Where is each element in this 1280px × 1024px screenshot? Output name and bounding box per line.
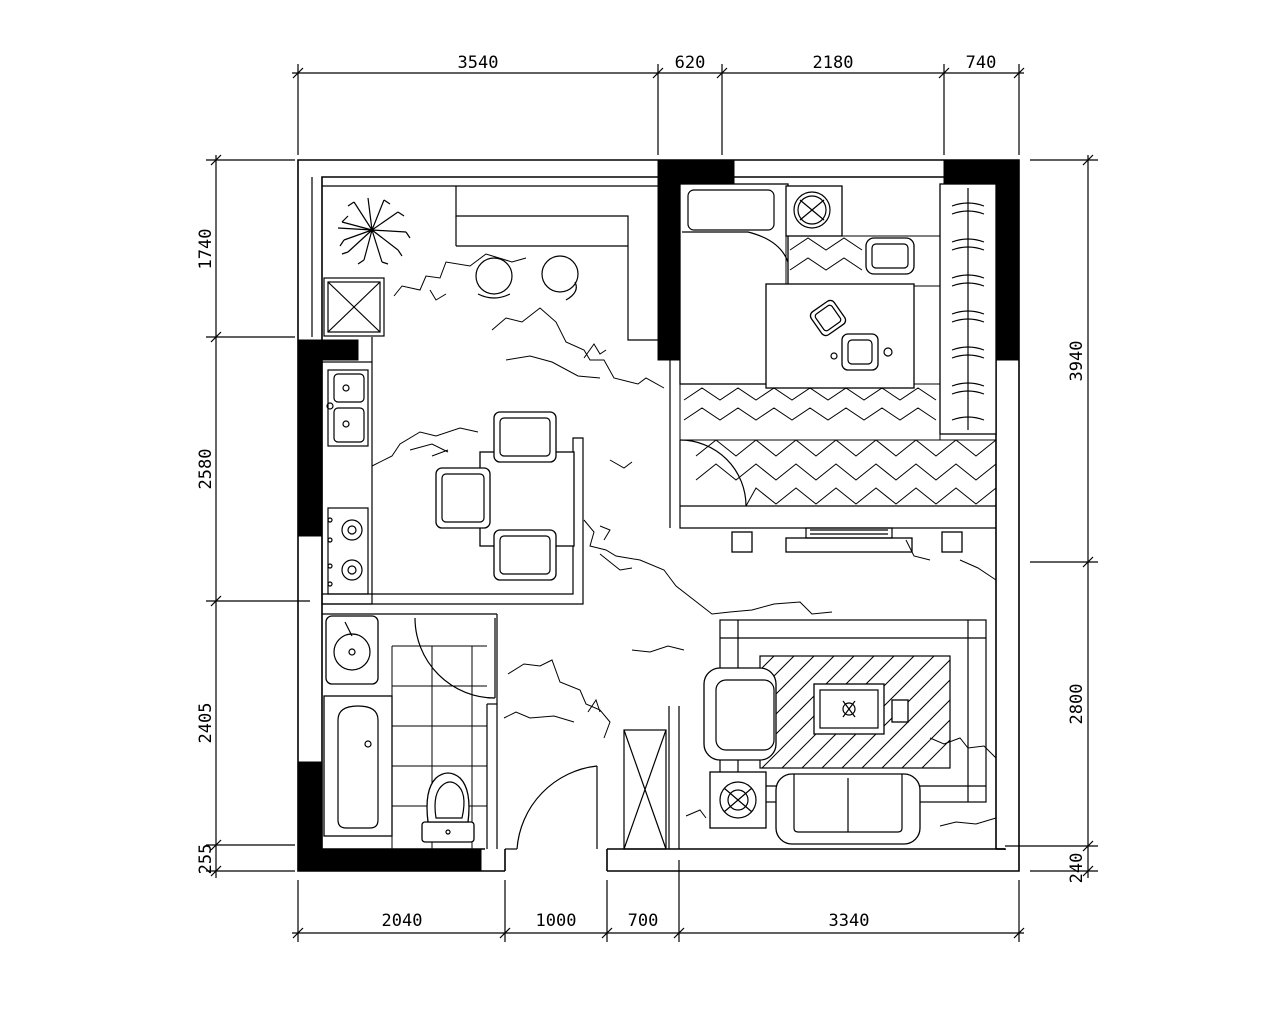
toilet-icon <box>421 772 475 843</box>
armchair-living <box>703 667 777 761</box>
dim-left-4: 255 <box>196 844 216 875</box>
chair <box>493 411 557 463</box>
armchair <box>865 237 915 275</box>
dim-left-1: 1740 <box>196 229 216 270</box>
living-room <box>703 527 987 845</box>
dim-bottom-3: 700 <box>628 911 659 931</box>
dim-top-4: 740 <box>966 53 997 73</box>
fan-icon <box>785 185 843 237</box>
wall-block-top-left <box>657 159 681 361</box>
potted-plant-icon <box>337 197 411 265</box>
desk <box>765 283 915 389</box>
dim-left-3: 2405 <box>196 703 216 744</box>
dim-right-3: 240 <box>1067 853 1087 884</box>
partitions <box>311 177 996 850</box>
lamp-icon <box>709 771 767 829</box>
wardrobe <box>939 183 997 435</box>
dim-left-2: 2580 <box>196 449 216 490</box>
dim-top-3: 2180 <box>813 53 854 73</box>
storage-box <box>323 277 385 337</box>
kitchen <box>323 197 579 595</box>
dim-bottom-1: 2040 <box>382 911 423 931</box>
chair <box>435 467 491 529</box>
bar-stool <box>475 257 513 295</box>
coffee-table <box>813 683 909 735</box>
bathtub-icon <box>323 695 393 837</box>
dim-bottom-2: 1000 <box>536 911 577 931</box>
dimension-lines <box>206 64 1098 942</box>
dim-top-1: 3540 <box>458 53 499 73</box>
dining-table <box>435 411 575 581</box>
kitchen-sink-icon <box>326 369 369 447</box>
dim-right-1: 3940 <box>1067 341 1087 382</box>
bedroom <box>679 183 997 507</box>
wall-block-left-kitchen <box>297 339 323 537</box>
dim-bottom-4: 3340 <box>829 911 870 931</box>
chevron-floor <box>679 235 997 507</box>
bathroom <box>323 615 487 849</box>
floor-texture-lines <box>371 253 997 827</box>
bar-stool <box>541 255 579 293</box>
dim-right-2: 2800 <box>1067 684 1087 725</box>
tv-stand <box>731 527 963 553</box>
dim-top-2: 620 <box>675 53 706 73</box>
dimension-labels: 3540 620 2180 740 2040 1000 700 3340 174… <box>196 53 1087 931</box>
doors <box>414 439 747 850</box>
sofa <box>775 773 921 845</box>
chair <box>493 529 557 581</box>
stove-icon <box>327 507 369 595</box>
washbasin-icon <box>325 615 379 685</box>
